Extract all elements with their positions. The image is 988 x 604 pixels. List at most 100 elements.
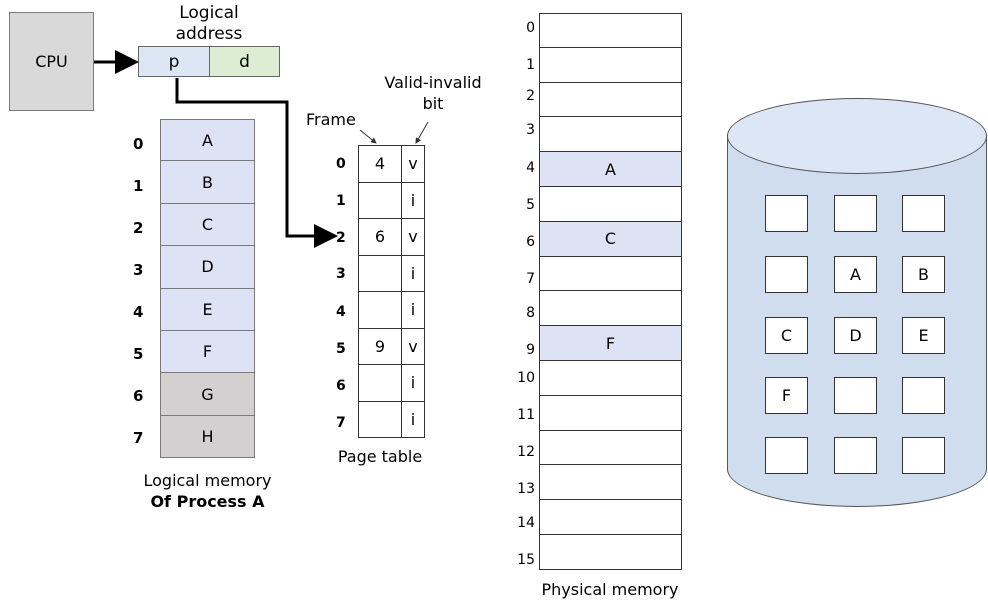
page-table-row: i <box>358 254 425 292</box>
disk-slot <box>765 195 808 232</box>
physical-frame-index: 8 <box>526 305 535 321</box>
physical-frame-index: 7 <box>526 271 535 287</box>
physical-frame <box>539 395 682 431</box>
logical-page: A <box>160 119 255 162</box>
page-number-label: p <box>168 51 180 72</box>
physical-memory-caption: Physical memory <box>541 580 679 599</box>
cpu-label: CPU <box>35 52 68 71</box>
page-table-row: i <box>358 364 425 402</box>
frame-pointer-arrow <box>359 129 377 144</box>
logical-page: H <box>160 415 255 459</box>
page-table-row: i <box>358 181 425 219</box>
valid-bit-cell: i <box>401 291 425 329</box>
valid-invalid-label: Valid-invalid bit <box>378 72 488 114</box>
page-table-index: 5 <box>336 340 346 357</box>
logical-address-title-line2: address <box>175 24 243 44</box>
physical-frame-index: 4 <box>526 160 535 176</box>
disk-body <box>727 135 987 469</box>
disk-slot: D <box>834 317 877 354</box>
valid-bit-cell: i <box>401 254 425 292</box>
physical-memory: A C F <box>539 13 682 570</box>
disk-slot: B <box>902 256 945 293</box>
disk-slot <box>902 377 945 414</box>
logical-address-title: Logical address <box>150 3 268 45</box>
physical-frame <box>539 500 682 535</box>
disk-slot <box>834 377 877 414</box>
disk-slot: E <box>902 317 945 354</box>
disk-slot <box>765 437 808 474</box>
logical-page: F <box>160 330 255 374</box>
valid-bit-cell: v <box>401 145 425 183</box>
logical-page: D <box>160 246 255 289</box>
offset-label: d <box>239 51 250 72</box>
logical-page: C <box>160 203 255 247</box>
cpu-box: CPU <box>9 12 94 111</box>
physical-frame <box>539 186 682 222</box>
page-table-index: 0 <box>336 155 346 172</box>
page-table-index: 7 <box>336 414 346 431</box>
disk-slot <box>902 195 945 232</box>
frame-cell: 4 <box>358 145 402 183</box>
disk-slot: F <box>765 377 808 414</box>
valid-bit-pointer-arrow <box>415 121 429 144</box>
valid-invalid-label-line2: bit <box>422 94 444 113</box>
physical-frame <box>539 117 682 153</box>
logical-page-index: 4 <box>133 303 144 322</box>
physical-frame <box>539 430 682 466</box>
physical-frame <box>539 47 682 83</box>
logical-page-index: 7 <box>133 429 144 448</box>
disk-top <box>727 98 987 174</box>
logical-memory-caption: Logical memory Of Process A <box>125 470 290 512</box>
physical-frame-index: 15 <box>517 552 535 568</box>
physical-frame-index: 9 <box>526 342 535 358</box>
page-table-caption: Page table <box>337 447 423 466</box>
valid-bit-cell: i <box>401 364 425 402</box>
page-table-index: 6 <box>336 377 346 394</box>
physical-frame: A <box>539 152 682 187</box>
valid-invalid-label-line1: Valid-invalid <box>384 73 482 92</box>
logical-page: B <box>160 161 255 204</box>
disk-slot <box>765 256 808 293</box>
logical-memory-caption-line1: Logical memory <box>143 471 272 490</box>
logical-page: E <box>160 288 255 331</box>
physical-frame-index: 2 <box>526 88 535 104</box>
physical-frame <box>539 256 682 292</box>
page-table-row: i <box>358 400 425 438</box>
disk-slot: A <box>834 256 877 293</box>
page-table-row: i <box>358 291 425 329</box>
valid-bit-cell: v <box>401 218 425 256</box>
frame-cell <box>358 181 402 219</box>
logical-page-index: 1 <box>133 177 144 196</box>
page-lookup-arrow <box>175 78 338 248</box>
page-table-index: 4 <box>336 303 346 320</box>
physical-frame-index: 3 <box>526 122 535 138</box>
disk-slot: C <box>765 317 808 354</box>
physical-frame <box>539 534 682 570</box>
physical-frame <box>539 291 682 327</box>
physical-frame-index: 14 <box>517 515 535 531</box>
disk-slot <box>834 195 877 232</box>
logical-page-index: 0 <box>133 135 144 154</box>
frame-cell <box>358 291 402 329</box>
physical-frame-index: 11 <box>517 407 535 423</box>
logical-page-index: 3 <box>133 261 144 280</box>
frame-cell <box>358 364 402 402</box>
valid-bit-cell: v <box>401 327 425 365</box>
physical-frame-index: 10 <box>517 370 535 386</box>
logical-memory-caption-line2: Of Process A <box>150 492 265 511</box>
valid-bit-cell: i <box>401 400 425 438</box>
logical-address-title-line1: Logical <box>179 3 239 23</box>
disk-slot <box>834 437 877 474</box>
physical-frame-index: 6 <box>526 234 535 250</box>
physical-frame: F <box>539 326 682 361</box>
physical-frame <box>539 82 682 118</box>
logical-page-index: 5 <box>133 345 144 364</box>
physical-frame-index: 0 <box>526 20 535 36</box>
logical-page: G <box>160 373 255 416</box>
frame-cell <box>358 254 402 292</box>
physical-frame: C <box>539 221 682 257</box>
